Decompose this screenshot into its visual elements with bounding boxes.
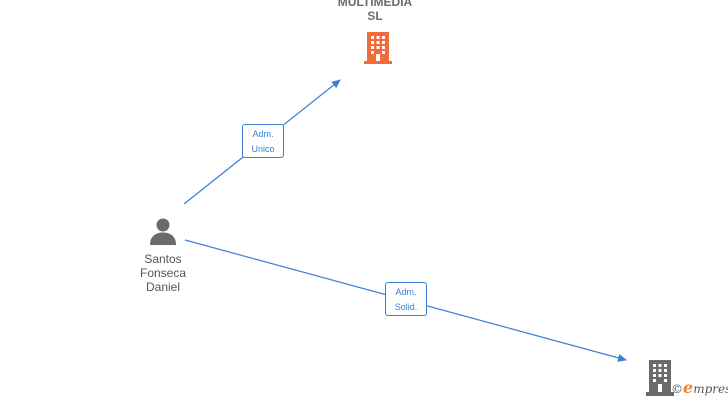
brand-watermark: ©empresia	[671, 378, 728, 397]
edge-label-adm-solid-line2: Solid.	[394, 302, 418, 312]
company-top-name[interactable]: MULTIMEDIA SL	[320, 0, 430, 23]
person-name[interactable]: Santos Fonseca Daniel	[121, 252, 205, 294]
company-top-name-line1: MULTIMEDIA	[337, 0, 413, 9]
person-icon[interactable]	[148, 216, 178, 246]
copyright-symbol: ©	[671, 382, 683, 396]
company-top-name-line2: SL	[367, 9, 383, 23]
edge-label-adm-solid[interactable]: Adm. Solid.	[385, 282, 427, 316]
building-icon[interactable]	[645, 358, 675, 396]
person-name-line3: Daniel	[145, 280, 181, 294]
edge-label-adm-unico[interactable]: Adm. Unico	[242, 124, 284, 158]
edge-label-adm-unico-line2: Unico	[251, 144, 275, 154]
edge-label-adm-unico-line1: Adm.	[252, 129, 274, 139]
brand-initial: e	[683, 378, 694, 397]
building-icon[interactable]	[362, 30, 394, 66]
person-name-line1: Santos	[144, 252, 182, 266]
brand-rest: mpresia	[693, 382, 728, 396]
person-name-line2: Fonseca	[139, 266, 187, 280]
edge-label-adm-solid-line1: Adm.	[395, 287, 417, 297]
